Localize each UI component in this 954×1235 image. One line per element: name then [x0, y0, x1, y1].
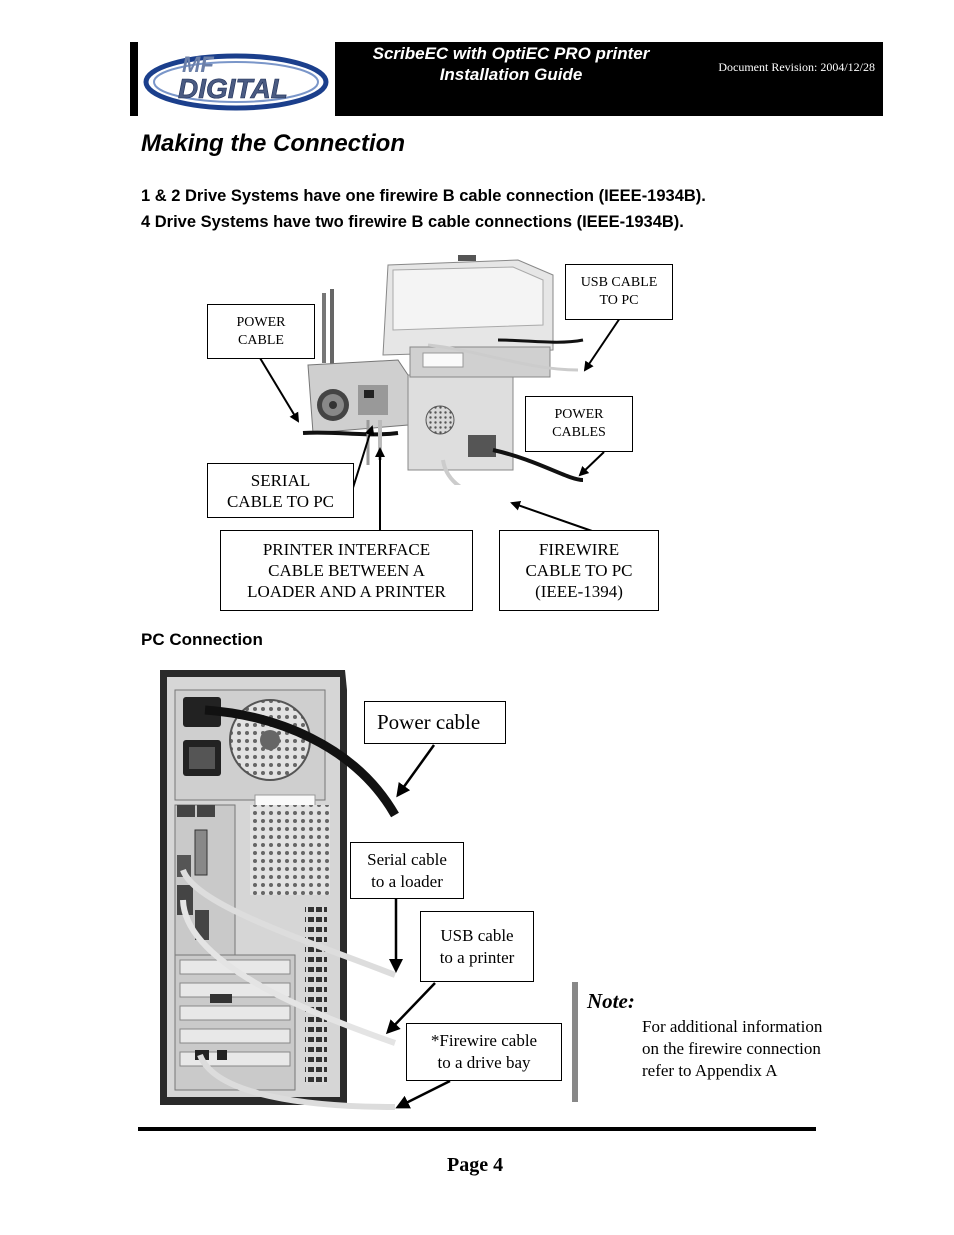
arrow-firewire-cable	[510, 500, 593, 532]
label-power-cables-line2: CABLES	[552, 425, 606, 440]
label-firewire-line1: FIREWIRE	[538, 540, 620, 559]
arrow-pc-power	[396, 744, 436, 798]
note-title: Note:	[587, 989, 635, 1013]
document-title-line1: ScribeEC with OptiEC PRO printer	[372, 44, 650, 63]
label-power-cables-line1: POWER	[554, 407, 604, 422]
note-line3: refer to Appendix A	[642, 1061, 778, 1080]
label-printer-if-line2: CABLE BETWEEN A	[268, 561, 425, 580]
label-usb-line1: USB CABLE	[580, 275, 658, 290]
label-power-line1: POWER	[236, 314, 286, 330]
label-serial-line1: SERIAL	[250, 470, 311, 490]
label-pc-usb-line2: to a printer	[439, 947, 515, 967]
label-printer-if-line1: PRINTER INTERFACE	[262, 540, 431, 559]
label-pc-firewire-line1: *Firewire cable	[430, 1031, 538, 1050]
note-line1: For additional information	[642, 1017, 823, 1036]
label-pc-power-cable: Power cable	[364, 701, 506, 744]
company-logo: MF DIGITAL	[140, 44, 332, 116]
label-usb-cable-to-pc: USB CABLE TO PC	[565, 264, 673, 320]
label-serial-line2: CABLE TO PC	[226, 491, 335, 511]
intro-line-1: 1 & 2 Drive Systems have one firewire B …	[141, 187, 706, 205]
header-banner: ScribeEC with OptiEC PRO printer Install…	[335, 42, 883, 116]
arrow-pc-usb	[385, 982, 436, 1035]
logo-text-digital: DIGITAL	[178, 73, 288, 104]
logo-text-mf: MF	[182, 52, 214, 77]
label-usb-line2: TO PC	[599, 293, 639, 308]
label-firewire-line2: CABLE TO PC	[525, 561, 633, 580]
label-firewire-cable-to-pc: FIREWIRE CABLE TO PC (IEEE-1394)	[499, 530, 659, 611]
label-pc-serial-line2: to a loader	[371, 871, 443, 891]
footer-rule	[138, 1127, 816, 1131]
label-power-cable: POWER CABLE	[207, 304, 315, 359]
loader-printer-photo	[298, 255, 588, 506]
document-revision: Document Revision: 2004/12/28	[718, 60, 875, 74]
label-serial-cable-to-pc: SERIAL CABLE TO PC	[207, 463, 354, 518]
arrow-serial-cable	[351, 425, 375, 492]
label-power-cables: POWER CABLES	[525, 396, 633, 452]
note-body: For additional information on the firewi…	[642, 1016, 822, 1082]
arrow-power-cable	[259, 357, 300, 423]
label-printer-if-line3: LOADER AND A PRINTER	[247, 582, 446, 601]
header-left-bar	[130, 42, 138, 116]
pc-connection-arrows	[385, 744, 451, 1109]
document-title: ScribeEC with OptiEC PRO printer Install…	[335, 43, 687, 85]
pc-connection-heading: PC Connection	[141, 630, 263, 649]
label-pc-serial-cable: Serial cable to a loader	[350, 842, 464, 899]
arrow-power-cables	[578, 451, 605, 477]
arrow-pc-firewire	[395, 1079, 451, 1109]
label-pc-serial-line1: Serial cable	[367, 849, 447, 869]
page-number: Page 4	[447, 1154, 504, 1176]
label-printer-interface-cable: PRINTER INTERFACE CABLE BETWEEN A LOADER…	[220, 530, 473, 611]
label-pc-firewire-line2: to a drive bay	[437, 1053, 531, 1072]
label-pc-usb-cable: USB cable to a printer	[420, 911, 534, 982]
pc-tower-photo	[155, 665, 400, 1110]
document-title-line2: Installation Guide	[439, 65, 583, 84]
label-firewire-line3: (IEEE-1394)	[535, 582, 623, 601]
arrow-usb-cable	[583, 317, 621, 372]
note-line2: on the firewire connection	[642, 1039, 821, 1058]
note-sidebar-bar	[572, 982, 578, 1102]
label-pc-firewire-cable: *Firewire cable to a drive bay	[406, 1023, 562, 1081]
label-pc-power-text: Power cable	[377, 710, 481, 734]
label-pc-usb-line1: USB cable	[440, 925, 514, 945]
intro-line-2: 4 Drive Systems have two firewire B cabl…	[141, 213, 684, 231]
diagram1-arrows	[259, 317, 621, 532]
section-title: Making the Connection	[141, 130, 405, 157]
label-power-line2: CABLE	[238, 332, 284, 348]
